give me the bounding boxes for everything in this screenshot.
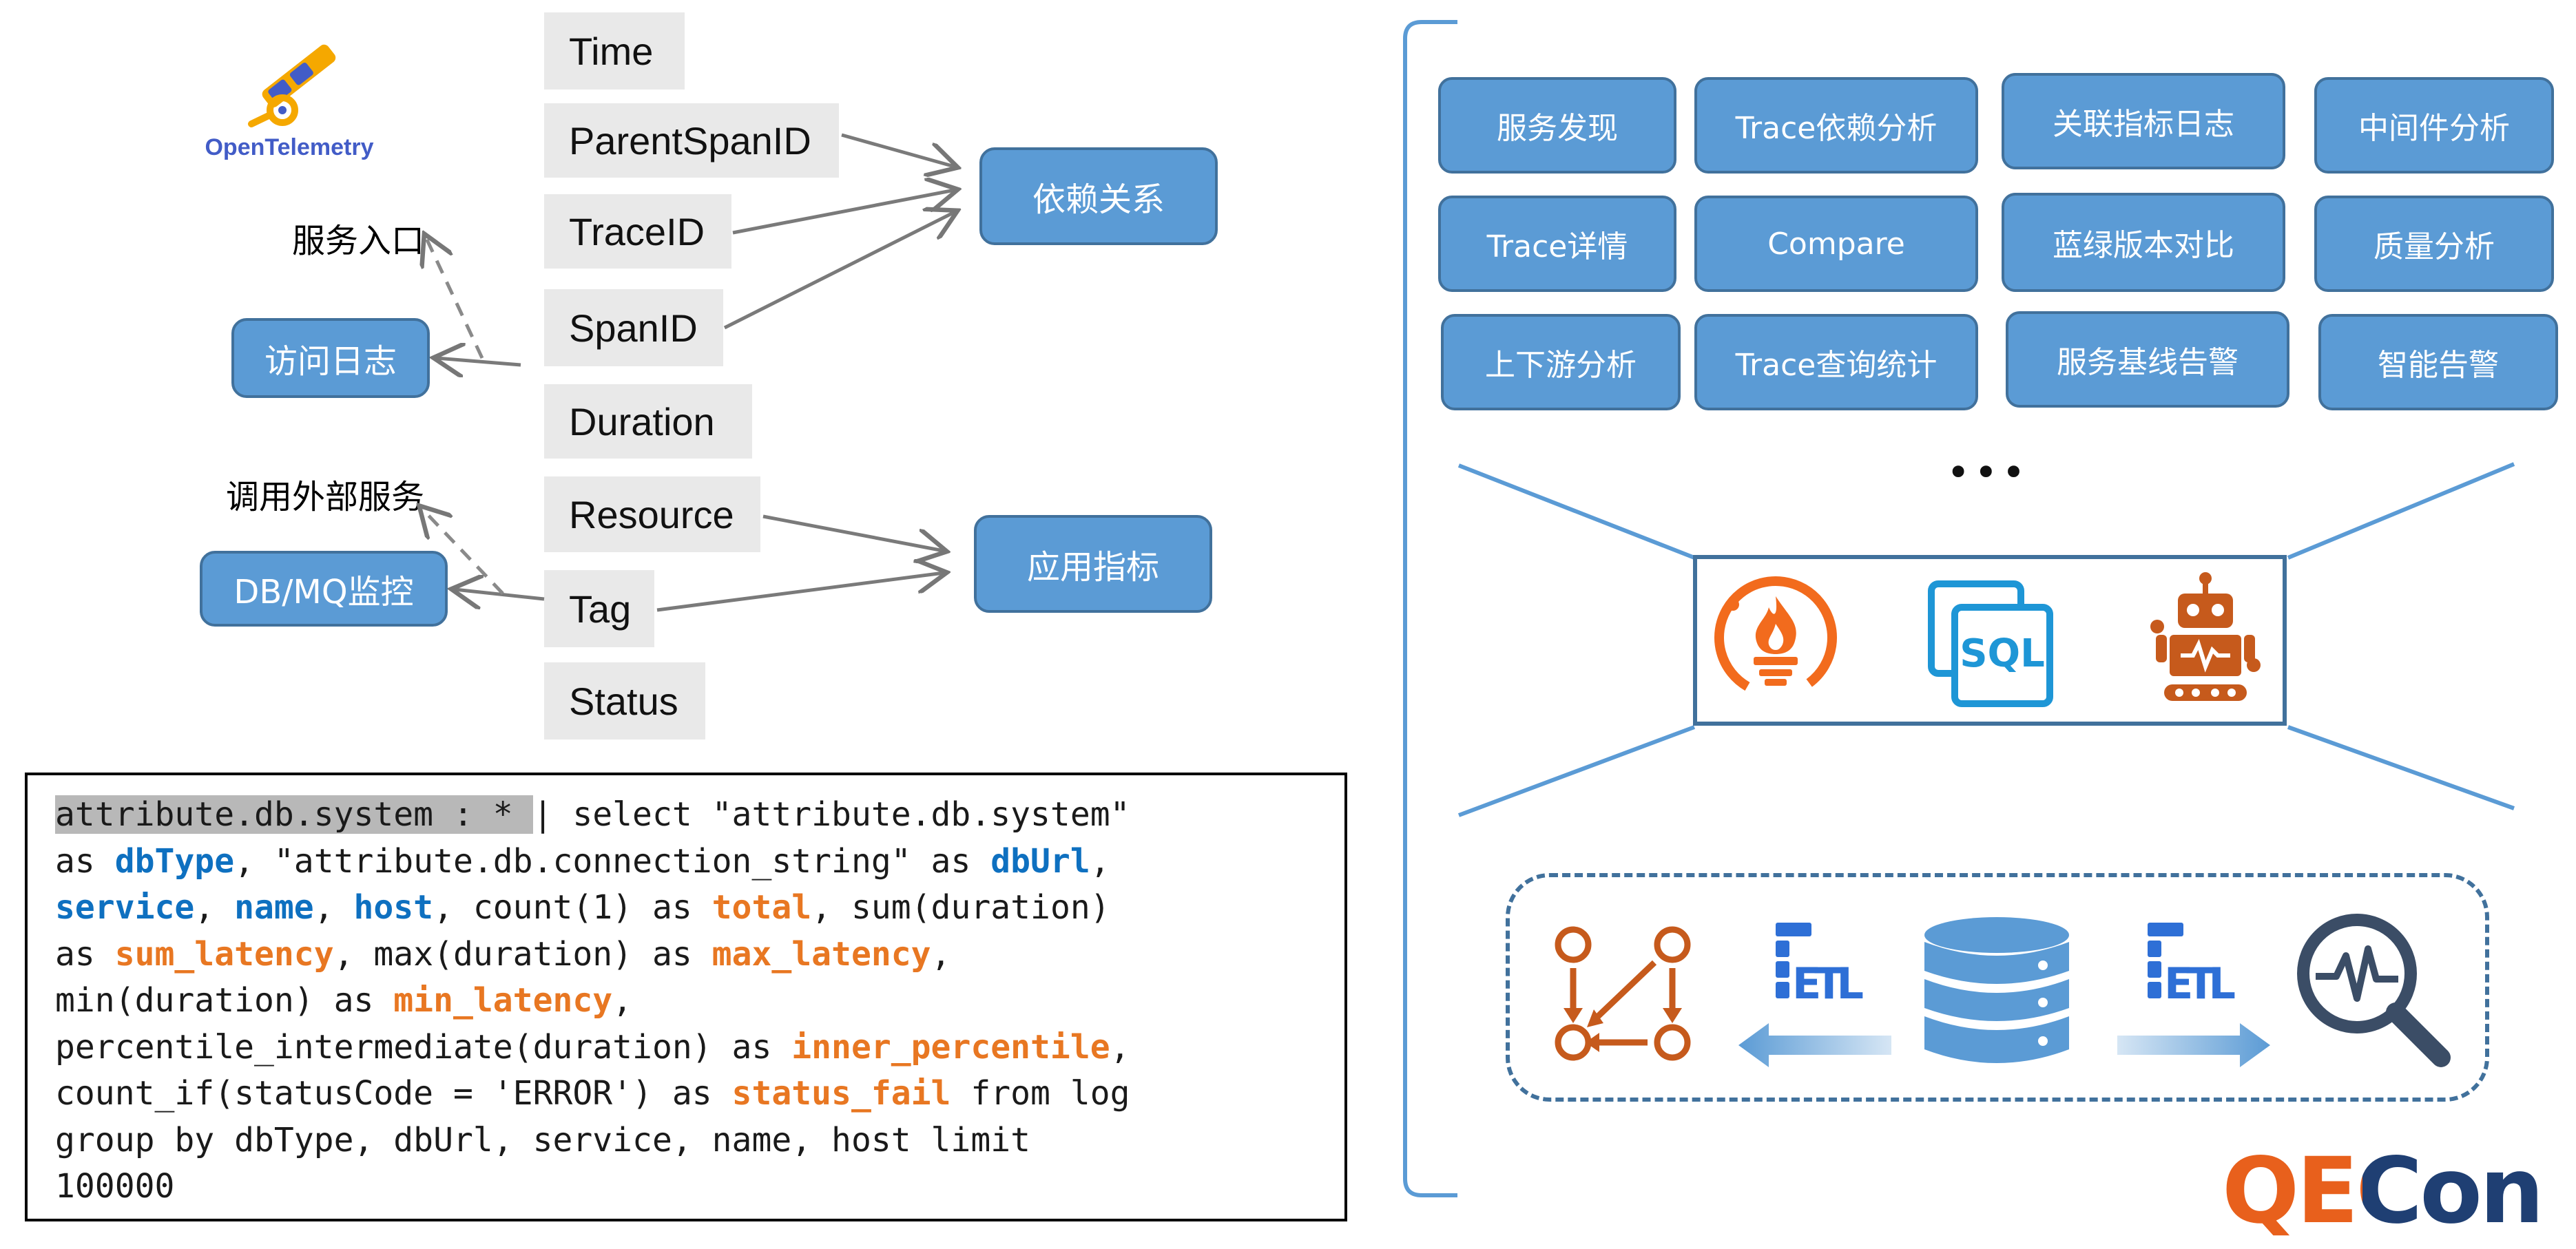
field-traceid: TraceID bbox=[544, 194, 731, 269]
arrow-tag-dbmq bbox=[455, 589, 545, 599]
feature-compare: Compare bbox=[1694, 196, 1978, 292]
workflow-icon bbox=[1555, 926, 1691, 1061]
dashed-arrow-service-entry bbox=[426, 237, 484, 359]
opentelemetry-wordmark: OpenTelemetry bbox=[205, 134, 374, 160]
opentelemetry-logo: OpenTelemetry bbox=[186, 38, 393, 169]
db-mq-monitor-box: DB/MQ监控 bbox=[200, 551, 448, 627]
service-entry-label: 服务入口 bbox=[292, 222, 425, 260]
field-spanid: SpanID bbox=[544, 289, 723, 366]
arrow-right-icon bbox=[2117, 1023, 2270, 1067]
access-log-box: 访问日志 bbox=[231, 318, 430, 398]
arrow-left-icon bbox=[1738, 1023, 1891, 1067]
etl-left-icon: ETL bbox=[1776, 923, 1864, 1009]
feature-trace-dependency: Trace依赖分析 bbox=[1694, 77, 1978, 174]
database-icon bbox=[1924, 917, 2069, 1063]
qecon-brand-text: QECon bbox=[2222, 1138, 2544, 1244]
arrow-field-accesslog bbox=[437, 358, 521, 365]
pipeline-box bbox=[1506, 873, 2489, 1102]
sql-database-icon: SQL bbox=[1928, 580, 2053, 707]
feature-blue-green-compare: 蓝绿版本对比 bbox=[2002, 193, 2285, 292]
sql-text: SQL bbox=[1960, 631, 2045, 676]
arrow-tag-appmetrics bbox=[656, 573, 944, 612]
field-status: Status bbox=[544, 662, 705, 739]
engine-connectors bbox=[1457, 462, 2515, 817]
monitor-search-icon bbox=[2297, 914, 2451, 1067]
arrow-spanid-dependency bbox=[723, 212, 955, 330]
arrow-parentspanid-dependency bbox=[841, 133, 955, 167]
more-ellipsis: ••• bbox=[1946, 449, 2030, 496]
prometheus-icon bbox=[1714, 576, 1837, 699]
field-parentspanid: ParentSpanID bbox=[544, 103, 839, 178]
dependency-box: 依赖关系 bbox=[979, 147, 1218, 245]
arrow-traceid-dependency bbox=[732, 190, 955, 235]
external-call-label: 调用外部服务 bbox=[226, 478, 425, 516]
svg-text:ETL: ETL bbox=[2164, 958, 2236, 1009]
feature-middleware-analysis: 中间件分析 bbox=[2314, 77, 2554, 174]
feature-smart-alert: 智能告警 bbox=[2318, 314, 2558, 410]
field-tag: Tag bbox=[544, 570, 654, 647]
right-bracket bbox=[1403, 20, 1457, 1197]
etl-right-icon: ETL bbox=[2148, 923, 2236, 1009]
left-arrows bbox=[0, 133, 1309, 612]
robot-icon bbox=[2150, 572, 2261, 701]
qecon-logo: QECon bbox=[2222, 1143, 2566, 1239]
feature-service-baseline-alert: 服务基线告警 bbox=[2006, 311, 2289, 408]
code-query-filter: attribute.db.system : * bbox=[55, 795, 533, 834]
app-metrics-box: 应用指标 bbox=[974, 515, 1212, 613]
dashed-arrow-external-call bbox=[422, 508, 504, 595]
feature-service-discovery: 服务发现 bbox=[1438, 77, 1676, 174]
field-time: Time bbox=[544, 12, 685, 90]
svg-text:ETL: ETL bbox=[1792, 958, 1864, 1009]
telescope-icon bbox=[248, 44, 336, 127]
feature-quality-analysis: 质量分析 bbox=[2314, 196, 2554, 292]
query-code-block: attribute.db.system : * | select "attrib… bbox=[25, 773, 1347, 1221]
field-duration: Duration bbox=[544, 384, 752, 459]
feature-linked-metrics-logs: 关联指标日志 bbox=[2002, 73, 2285, 169]
feature-trace-detail: Trace详情 bbox=[1438, 196, 1676, 292]
feature-trace-query-stats: Trace查询统计 bbox=[1694, 314, 1978, 410]
arrow-resource-appmetrics bbox=[762, 514, 944, 551]
feature-upstream-downstream: 上下游分析 bbox=[1441, 314, 1681, 410]
field-resource: Resource bbox=[544, 476, 760, 552]
